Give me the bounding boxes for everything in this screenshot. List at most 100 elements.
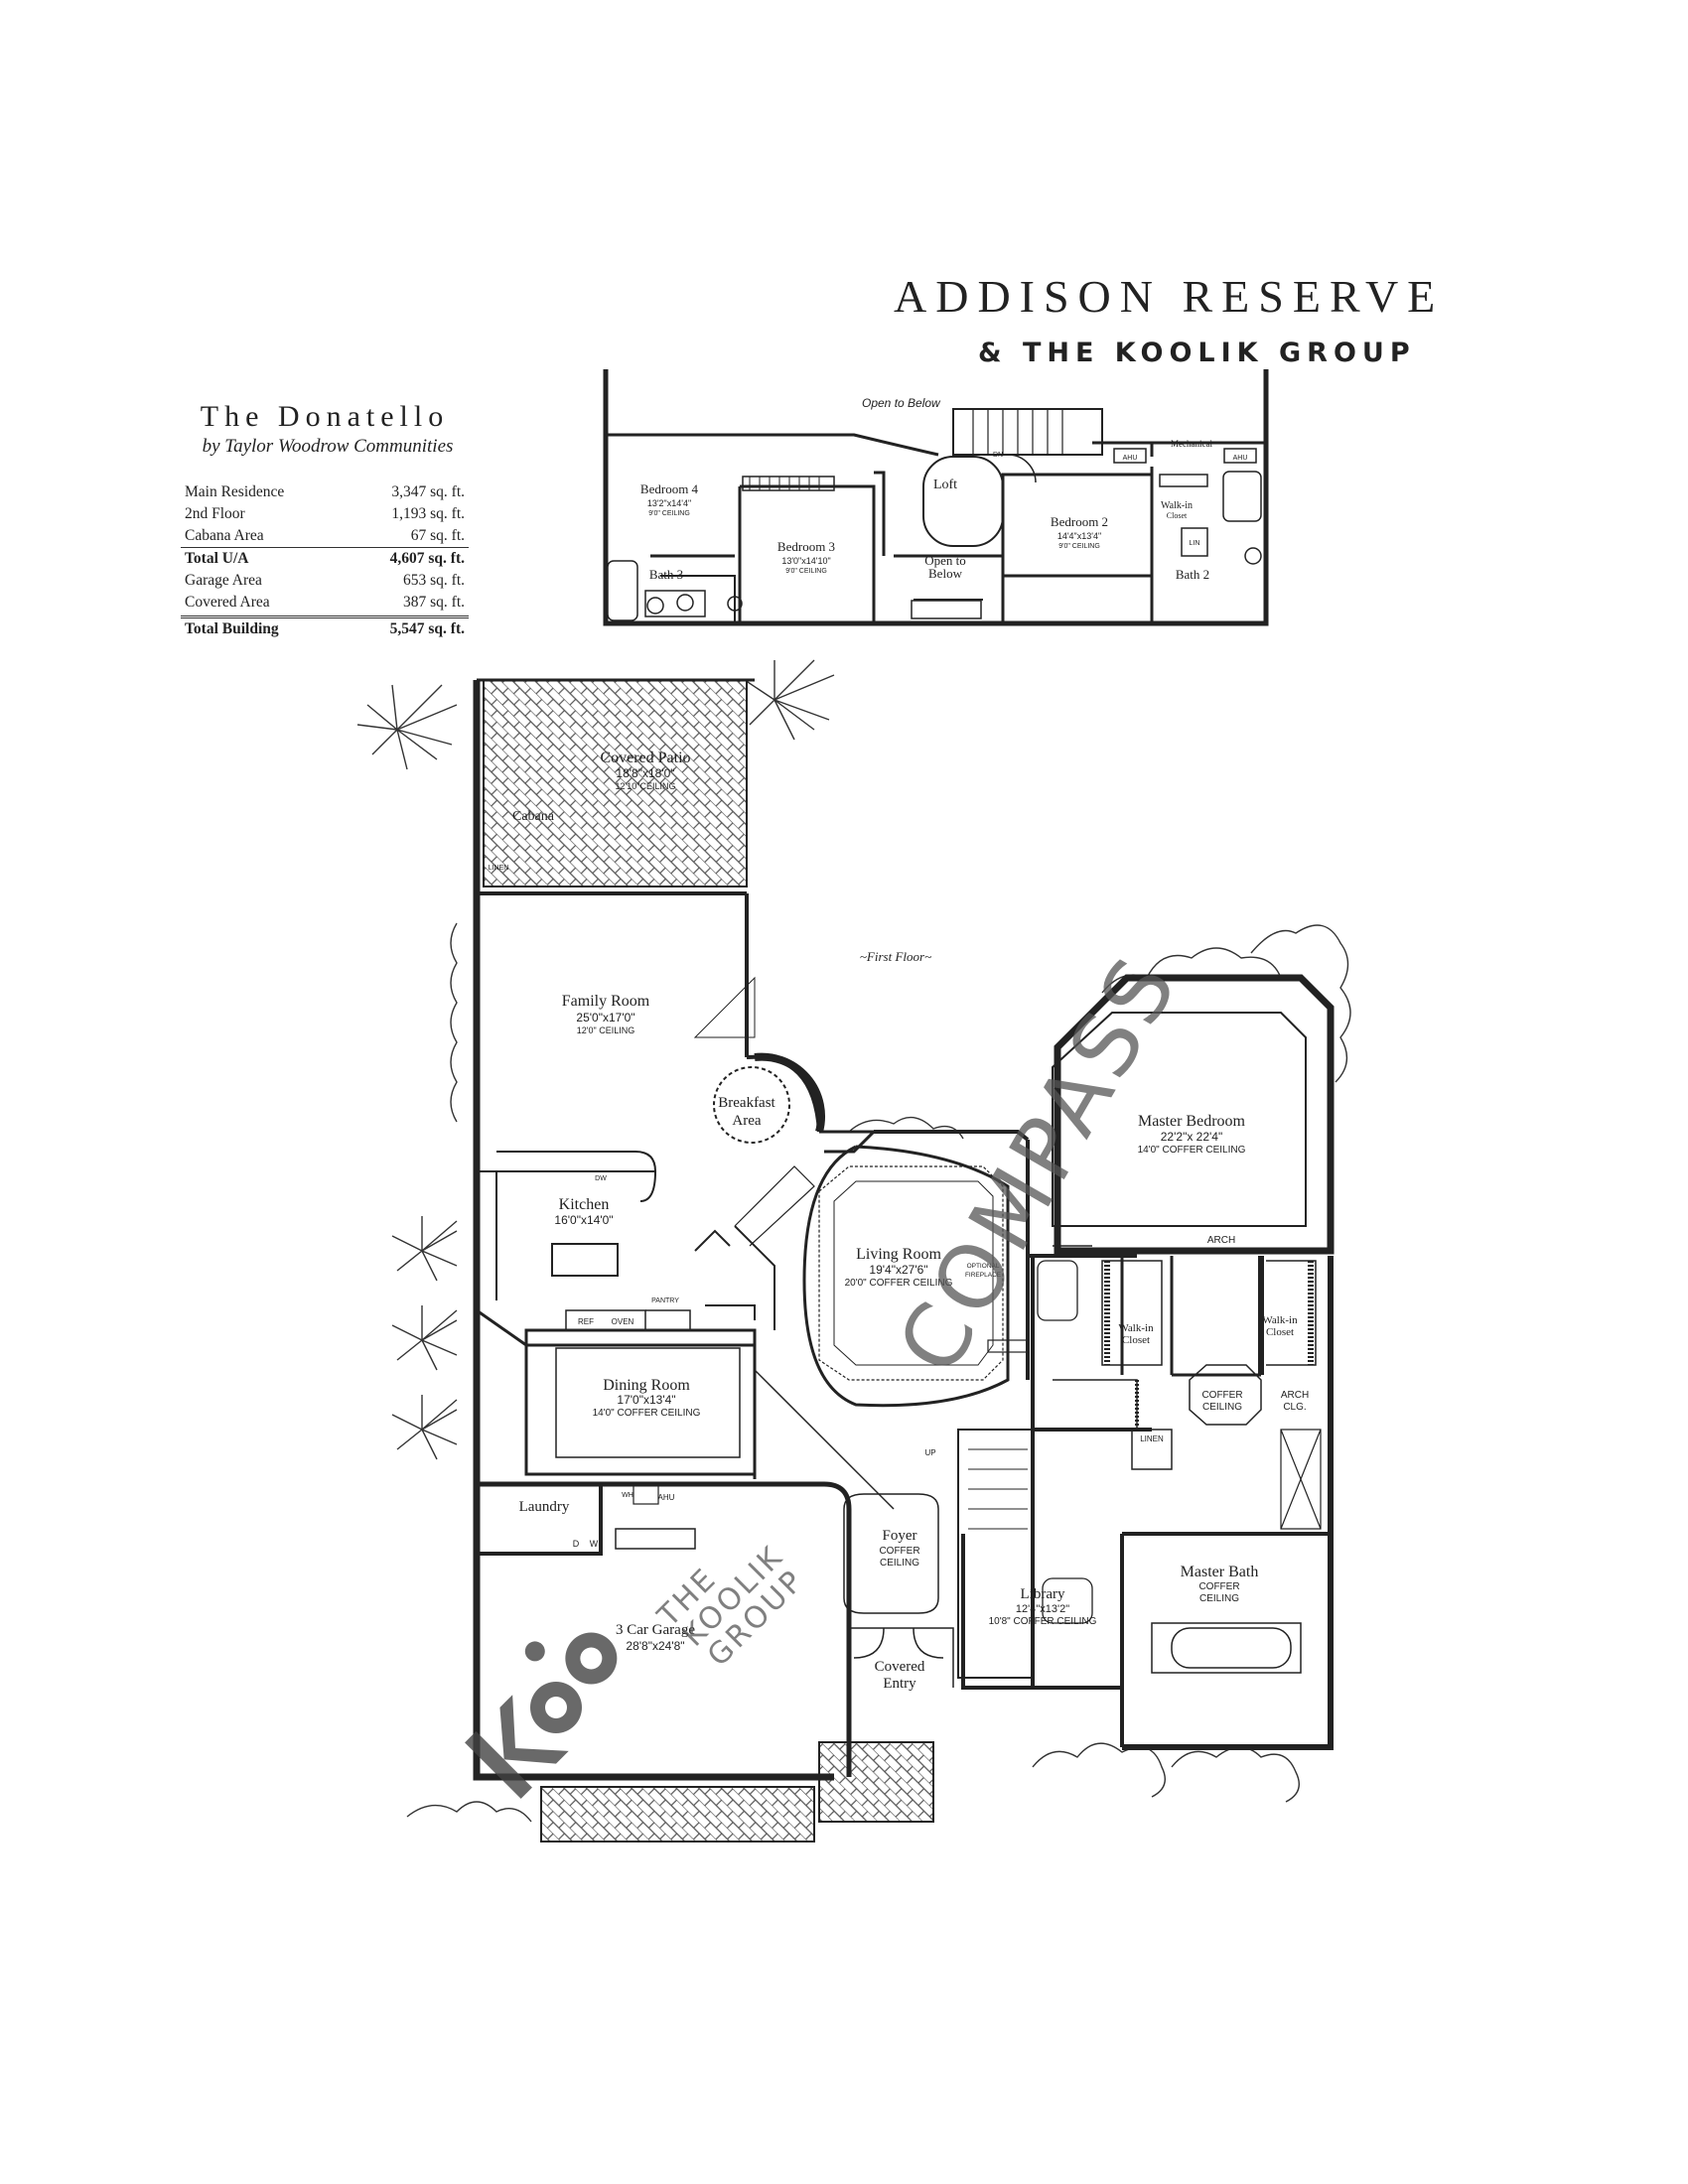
bedroom4-name: Bedroom 4 <box>640 481 699 496</box>
arch-clg-1: ARCH <box>1281 1390 1309 1401</box>
up-label: UP <box>924 1448 935 1457</box>
foyer-coffer: COFFER <box>879 1546 919 1557</box>
brand-title: ADDISON RESERVE <box>894 271 1445 322</box>
master-bath-name: Master Bath <box>1181 1564 1259 1580</box>
living-room-name: Living Room <box>856 1246 941 1263</box>
washer-label: W <box>590 1539 599 1549</box>
bedroom2-ceiling: 9'0" CEILING <box>1058 543 1100 550</box>
kitchen-name: Kitchen <box>559 1196 610 1213</box>
second-floor-plan <box>603 369 1269 626</box>
covered-patio-dims: 18'8"x18'0" <box>616 766 674 780</box>
bedroom2-dims: 14'4"x13'4" <box>1057 531 1101 541</box>
walkin-right-1: Walk-in <box>1262 1314 1298 1326</box>
mechanical-label: Mechanical <box>1171 439 1212 449</box>
coffer-label-2: CEILING <box>1202 1402 1242 1413</box>
pantry-label: PANTRY <box>651 1297 679 1304</box>
sf-open-to-below-label: Open to Below <box>862 396 941 410</box>
model-name: The Donatello <box>200 400 450 433</box>
koolik-logo-watermark <box>465 1632 618 1799</box>
sf-below-label: Below <box>928 566 963 581</box>
master-bedroom-dims: 22'2"x 22'4" <box>1161 1130 1222 1144</box>
bedroom4-ceiling: 9'0" CEILING <box>648 510 690 517</box>
bedroom3-name: Bedroom 3 <box>777 539 835 554</box>
sf-open-to-label: Open to <box>924 553 966 568</box>
bedroom3-ceiling: 9'0" CEILING <box>785 568 827 575</box>
walkin-right-2: Closet <box>1266 1326 1294 1338</box>
library-dims: 12'4"x13'2" <box>1016 1603 1069 1615</box>
dining-room-ceiling: 14'0" COFFER CEILING <box>593 1408 701 1419</box>
master-bedroom-ceiling: 14'0" COFFER CEILING <box>1138 1145 1246 1156</box>
arch-clg-2: CLG. <box>1283 1402 1306 1413</box>
walkin-left-1: Walk-in <box>1118 1322 1154 1334</box>
master-bath-ceiling: CEILING <box>1199 1593 1239 1604</box>
cabana-label: Cabana <box>512 809 555 824</box>
foyer-name: Foyer <box>883 1528 917 1544</box>
family-room-dims: 25'0"x17'0" <box>576 1011 634 1024</box>
loft-label: Loft <box>933 478 957 492</box>
ahu-label: AHU <box>658 1493 675 1502</box>
sf-walkin-label: Walk-in <box>1161 500 1193 511</box>
sf-dn-label: DN <box>993 452 1003 459</box>
coffer-label-1: COFFER <box>1201 1390 1242 1401</box>
covered-entry-1: Covered <box>875 1659 925 1675</box>
master-bath-coffer: COFFER <box>1198 1581 1239 1592</box>
dryer-label: D <box>573 1539 580 1549</box>
linen-label: LINEN <box>1140 1434 1164 1443</box>
ref-label: REF <box>578 1317 594 1326</box>
sf-lin-label: LIN <box>1190 540 1200 547</box>
dining-room-dims: 17'0"x13'4" <box>617 1393 675 1407</box>
sf-ahu-label-2: AHU <box>1233 455 1248 462</box>
breakfast-label-2: Area <box>732 1113 761 1129</box>
cabana-linen-label: LINEN <box>489 865 509 872</box>
model-info: The Donatello by Taylor Woodrow Communit… <box>181 400 479 640</box>
bath3-label: Bath 3 <box>649 567 683 582</box>
optional-fireplace-1: OPTIONAL <box>967 1263 1000 1270</box>
covered-patio-paving <box>483 679 748 887</box>
sf-ahu-label: AHU <box>1123 455 1138 462</box>
brand-subtitle: & THE KOOLIK GROUP <box>978 338 1416 368</box>
driveway-paving <box>540 1786 815 1843</box>
wh-label: WH <box>622 1492 633 1499</box>
family-room-ceiling: 12'0" CEILING <box>577 1025 634 1035</box>
arch-label: ARCH <box>1207 1235 1235 1246</box>
landscaping <box>356 659 1351 1823</box>
garage-dims: 28'8"x24'8" <box>626 1639 684 1653</box>
breakfast-label-1: Breakfast <box>718 1095 775 1111</box>
walkin-left-2: Closet <box>1122 1334 1150 1346</box>
optional-fireplace-2: FIREPLACE <box>965 1272 1002 1279</box>
covered-entry-2: Entry <box>883 1676 916 1692</box>
foyer-ceiling: CEILING <box>880 1558 919 1569</box>
family-room-name: Family Room <box>562 993 650 1010</box>
model-builder: by Taylor Woodrow Communities <box>202 436 454 457</box>
living-room-dims: 19'4"x27'6" <box>869 1263 927 1277</box>
entry-paving <box>818 1741 934 1823</box>
first-floor-walls <box>473 678 1335 1781</box>
kitchen-dims: 16'0"x14'0" <box>554 1213 613 1227</box>
library-ceiling: 10'8" COFFER CEILING <box>989 1616 1097 1627</box>
oven-label: OVEN <box>612 1317 634 1326</box>
bedroom4-dims: 13'2"x14'4" <box>647 498 691 508</box>
bedroom2-name: Bedroom 2 <box>1051 514 1108 529</box>
library-name: Library <box>1021 1586 1065 1602</box>
bedroom3-dims: 13'0"x14'10" <box>781 556 830 566</box>
garage-name: 3 Car Garage <box>616 1622 695 1638</box>
living-room-ceiling: 20'0" COFFER CEILING <box>845 1278 953 1289</box>
bath2-label: Bath 2 <box>1176 567 1209 582</box>
covered-patio-ceiling: 12'10"CEILING <box>616 781 676 791</box>
master-bedroom-name: Master Bedroom <box>1138 1113 1246 1130</box>
dining-room-name: Dining Room <box>603 1377 690 1394</box>
laundry-label: Laundry <box>519 1499 570 1515</box>
dw-label: DW <box>595 1175 607 1182</box>
first-floor-label: ~First Floor~ <box>860 949 931 964</box>
sf-closet-label: Closet <box>1167 511 1188 520</box>
covered-patio-name: Covered Patio <box>600 750 690 766</box>
